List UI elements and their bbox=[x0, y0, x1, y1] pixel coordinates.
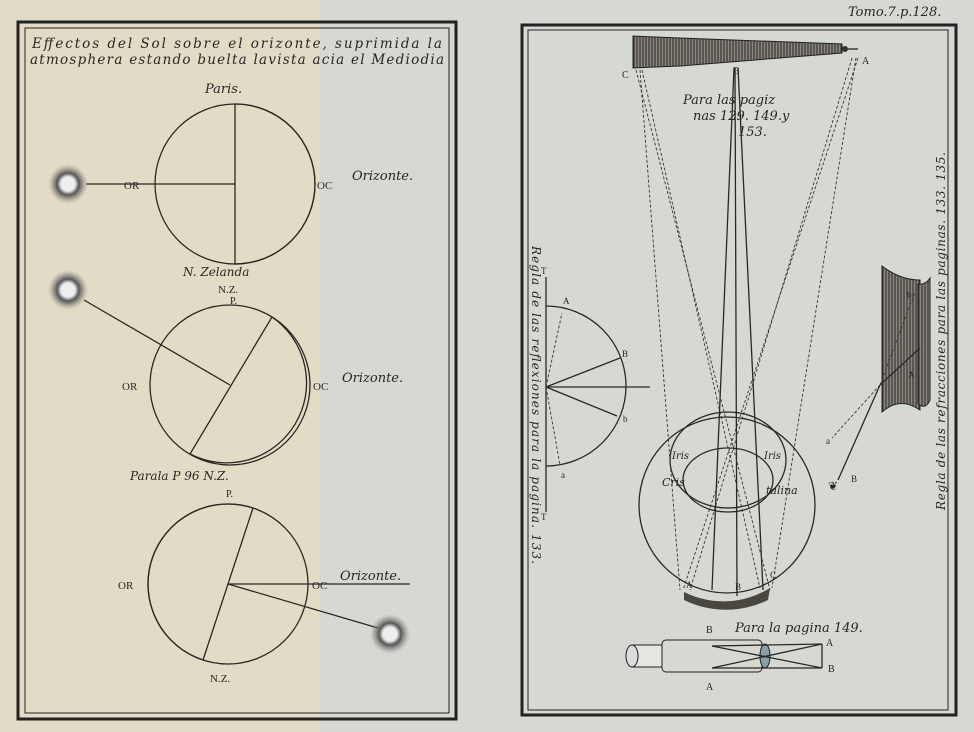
night-half-1 bbox=[234, 103, 316, 265]
label-a-bottom: A bbox=[706, 682, 714, 693]
small-telescope: B A A B bbox=[625, 625, 835, 693]
label-n-zelanda: N. Zelanda bbox=[182, 265, 249, 279]
label-b: B bbox=[733, 66, 740, 77]
eye-diagram: Iris Iris Cris talina A B C bbox=[638, 411, 816, 610]
cornea bbox=[669, 411, 787, 509]
label-a-right: A bbox=[826, 638, 834, 649]
night-half-2 bbox=[189, 316, 308, 464]
label-c: C bbox=[622, 70, 629, 81]
sun-ray-2 bbox=[83, 299, 231, 386]
label-b: B bbox=[735, 582, 741, 592]
right-frame-inner bbox=[527, 29, 949, 711]
label-a-lower: a bbox=[561, 470, 565, 480]
label-a: A bbox=[862, 56, 870, 67]
sun-ray-3 bbox=[227, 583, 379, 629]
left-frame-outer bbox=[16, 20, 458, 721]
label-a-upper: A bbox=[563, 296, 570, 306]
right-frame-outer bbox=[520, 23, 958, 717]
label-c: C bbox=[770, 570, 776, 580]
label-b-right: B bbox=[828, 664, 835, 675]
label-oc: OC bbox=[312, 580, 327, 592]
label-iris-left: Iris bbox=[671, 451, 689, 462]
label-b-lower: b bbox=[623, 414, 628, 424]
label-talina: talina bbox=[766, 484, 798, 497]
telescope: C B A bbox=[622, 35, 870, 81]
label-b-refraction: b bbox=[907, 290, 912, 300]
pages-note-line3: 153. bbox=[738, 125, 767, 140]
paper-aged-area bbox=[0, 0, 320, 732]
left-frame-inner bbox=[24, 27, 450, 714]
plate-reference: Tomo.7.p.128. bbox=[848, 5, 941, 20]
label-or: OR bbox=[124, 180, 140, 192]
label-b-lower-refraction: B bbox=[851, 474, 857, 484]
label-pole: P. bbox=[230, 296, 237, 307]
label-a: A bbox=[686, 580, 693, 590]
eye-icon: ❦ bbox=[828, 479, 838, 493]
telescope-tube bbox=[632, 35, 843, 69]
label-a-refraction: A bbox=[908, 370, 915, 380]
sun-icon bbox=[48, 164, 88, 204]
figure-new-zealand: N.Z. P. OR OC Orizonte. Parala P 96 N.Z. bbox=[48, 270, 403, 483]
figure-third: P. OR OC Orizonte. N.Z. bbox=[118, 489, 410, 685]
left-title-line2: atmosphera estando buelta lavista acia e… bbox=[30, 52, 444, 68]
pages-note-line2: nas 129. 149.y bbox=[693, 109, 790, 124]
refraction-diagram: b A a B ❦ Regla de las refracciones para… bbox=[826, 152, 948, 511]
label-paris: Paris. bbox=[204, 82, 242, 97]
label-parala-p96: Parala P 96 N.Z. bbox=[129, 469, 229, 483]
label-a-lower-refraction: a bbox=[826, 436, 830, 446]
label-orizonte: Orizonte. bbox=[352, 169, 413, 184]
night-half-3 bbox=[147, 503, 254, 661]
figure-paris: Paris. OR OC Orizonte. N. Zelanda bbox=[48, 82, 413, 279]
reflection-diagram: T T A B b a Regla de las reflexiones par… bbox=[529, 245, 650, 564]
bottom-caption: Para la pagina 149. bbox=[734, 621, 863, 636]
label-iris-right: Iris bbox=[763, 451, 781, 462]
label-pole: P. bbox=[226, 489, 233, 500]
label-orizonte: Orizonte. bbox=[340, 569, 401, 584]
label-t-top: T bbox=[541, 266, 547, 276]
sun-icon bbox=[370, 614, 410, 654]
label-b-upper: B bbox=[622, 349, 628, 359]
left-panel: Effectos del Sol sobre el orizonte, supr… bbox=[16, 20, 458, 721]
pages-note-line1: Para las pagiz bbox=[682, 93, 775, 108]
reflection-caption: Regla de las reflexiones para la pagina.… bbox=[529, 245, 543, 564]
label-nz: N.Z. bbox=[218, 284, 238, 296]
label-oc: OC bbox=[313, 381, 328, 393]
globe-2 bbox=[149, 304, 311, 466]
label-t-bottom: T bbox=[541, 512, 547, 522]
label-orizonte: Orizonte. bbox=[342, 371, 403, 386]
right-panel: C B A Para las pagiz nas 129. 149.y 153.… bbox=[520, 23, 958, 717]
sun-icon bbox=[48, 270, 88, 310]
label-or: OR bbox=[122, 381, 138, 393]
label-nz: N.Z. bbox=[210, 673, 230, 685]
label-cris: Cris bbox=[662, 476, 685, 489]
refraction-caption: Regla de las refracciones para las pagin… bbox=[934, 152, 948, 511]
crystalline-lens bbox=[682, 447, 774, 513]
label-oc: OC bbox=[317, 180, 332, 192]
label-b-top: B bbox=[706, 625, 713, 636]
label-or: OR bbox=[118, 580, 134, 592]
eyeball bbox=[638, 416, 816, 594]
retina bbox=[684, 588, 770, 610]
